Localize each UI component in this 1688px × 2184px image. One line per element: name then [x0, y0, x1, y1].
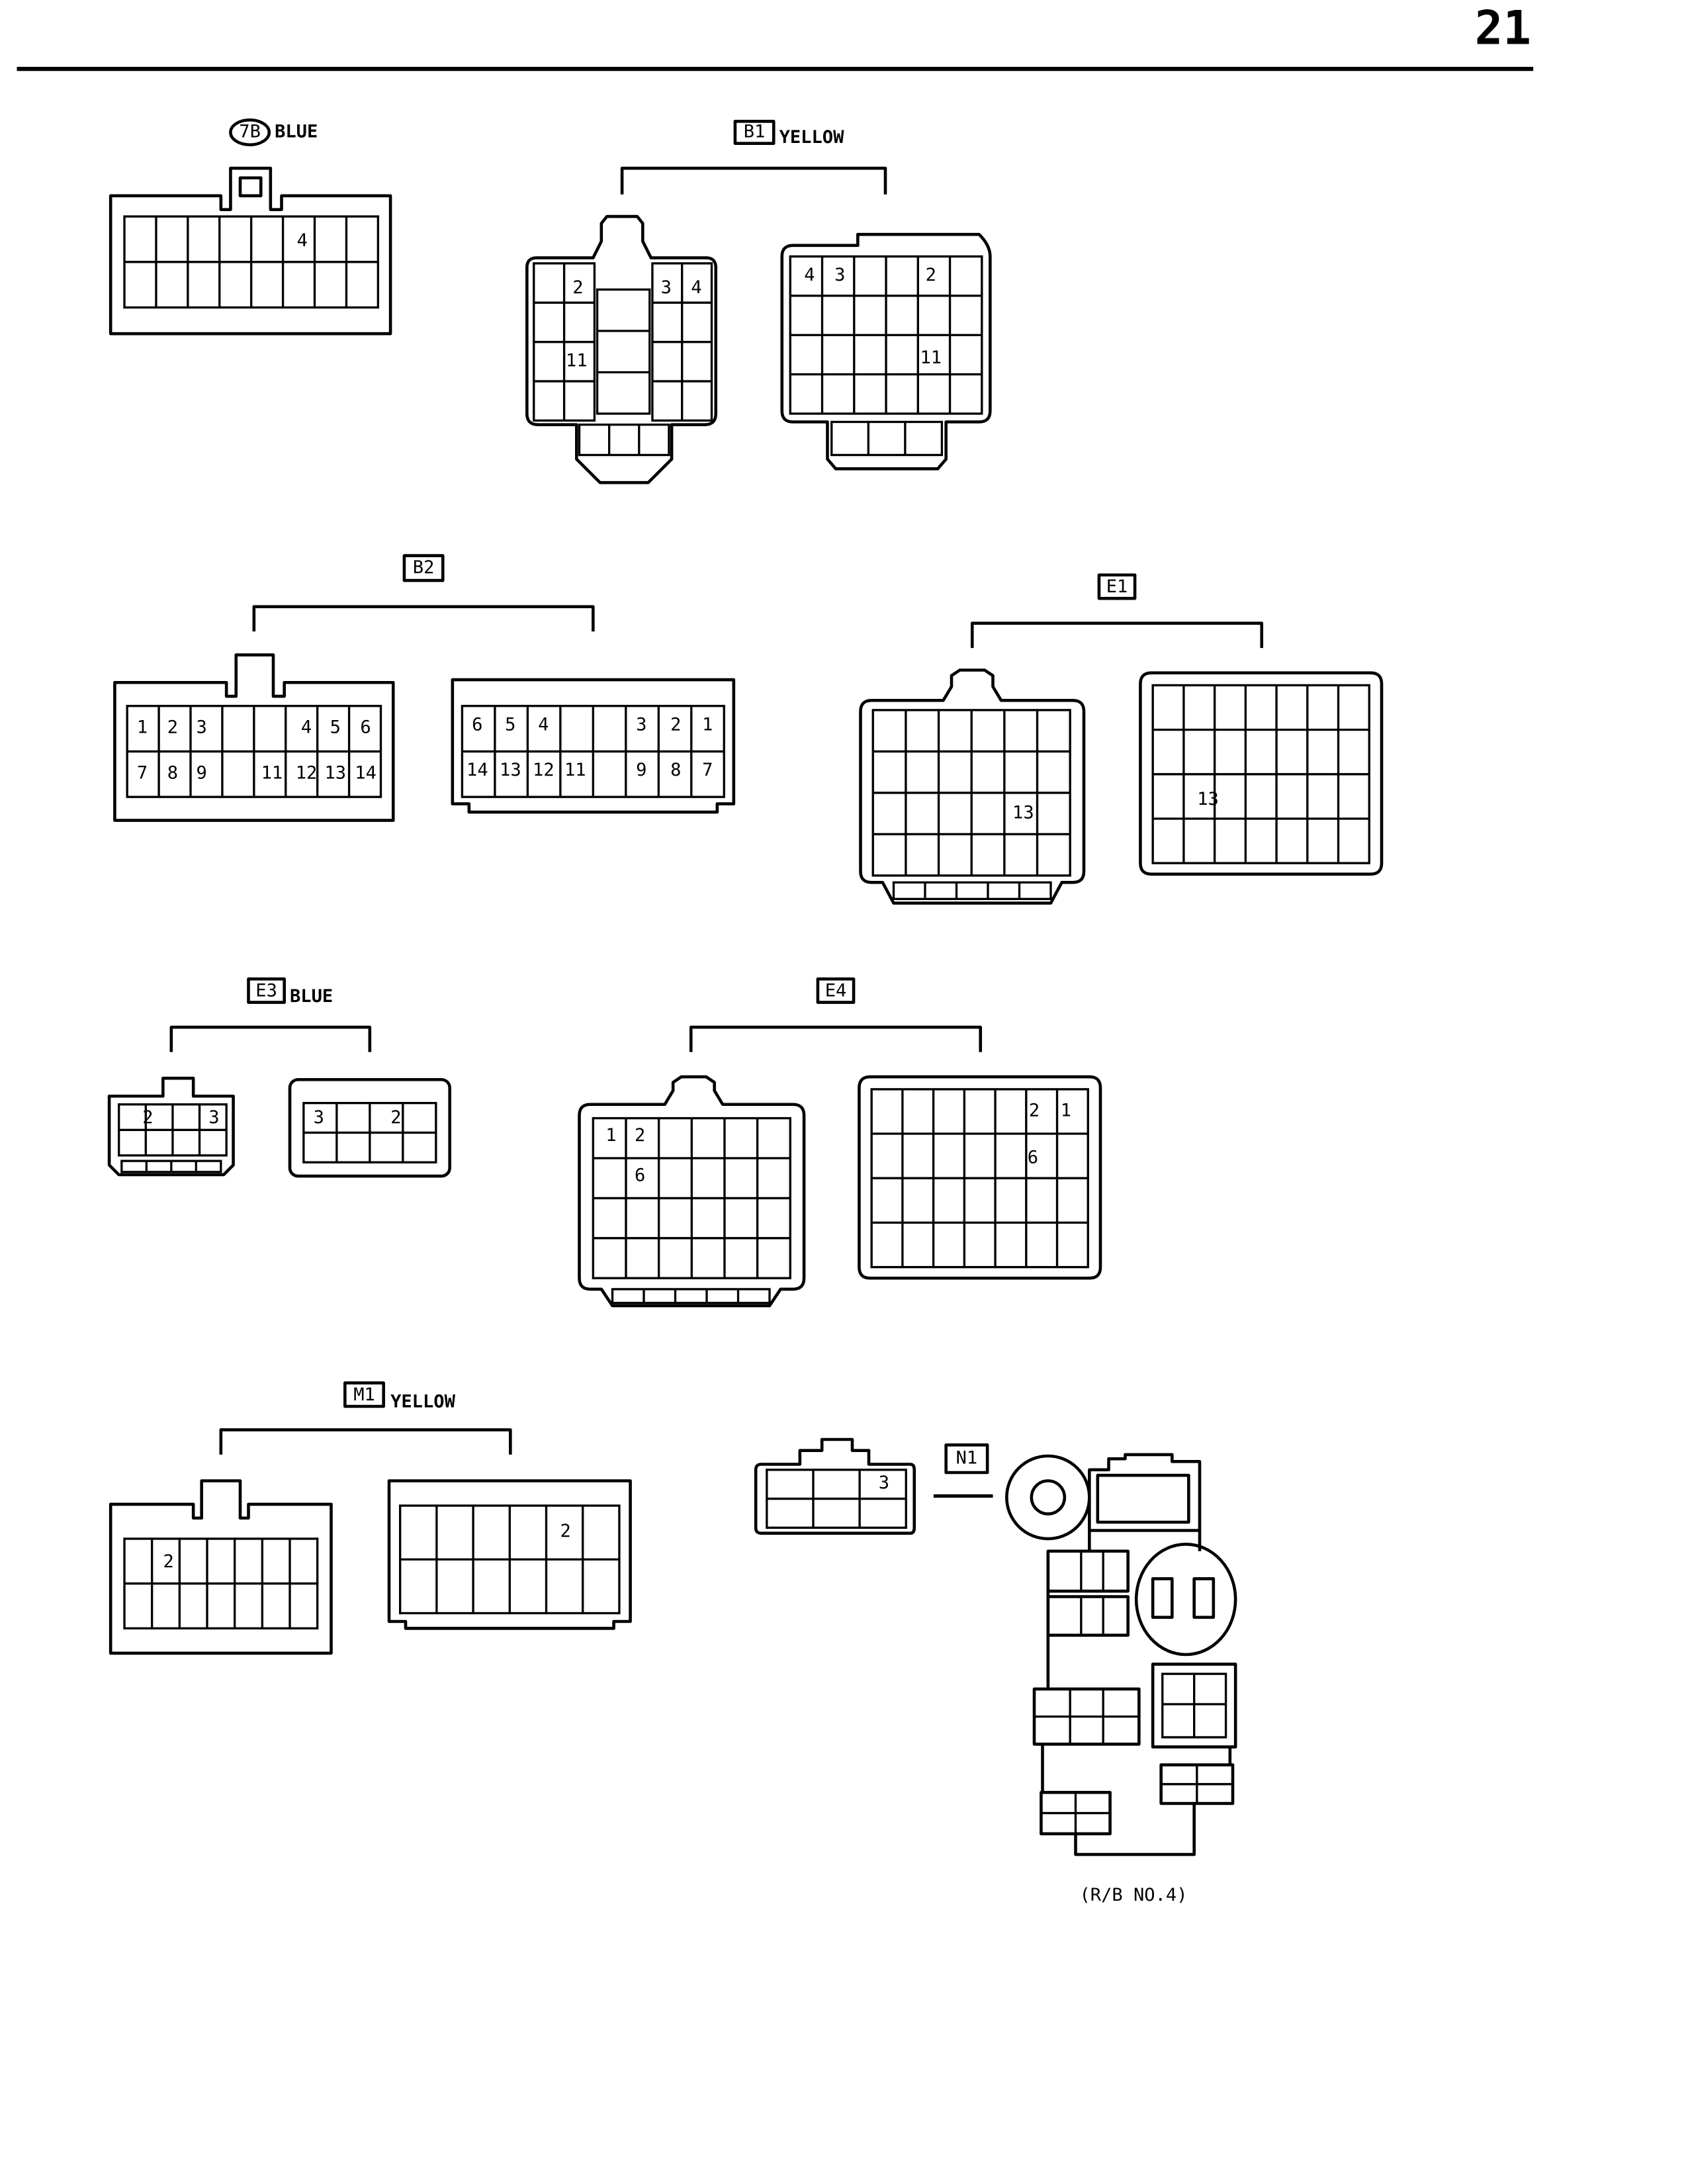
connector-code-box — [944, 1443, 989, 1475]
pin-number: 13 — [1012, 803, 1034, 823]
connector-code-box — [343, 1381, 385, 1408]
connector-code-box — [733, 120, 776, 145]
connector-code: 7B — [239, 122, 261, 142]
connector-color: BLUE — [275, 122, 318, 142]
pin-number: 14 — [355, 762, 377, 783]
connector-B1: B1 YELLOW 2 3 4 11 4 3 2 11 — [525, 120, 992, 484]
pin-number: 7 — [137, 762, 148, 783]
pair-bracket — [169, 1025, 372, 1052]
connector-code-box — [1097, 573, 1137, 600]
connector-code-circle — [229, 118, 271, 147]
pin-number: 1 — [702, 714, 713, 735]
connector-E4: E4 1 2 6 2 1 6 — [578, 977, 1102, 1308]
pin-number: 2 — [390, 1107, 401, 1128]
pin-number: 4 — [297, 230, 308, 251]
pair-bracket — [620, 166, 887, 195]
pin-number: 3 — [636, 714, 646, 735]
pair-bracket — [252, 605, 595, 632]
pin-number: 8 — [670, 760, 681, 780]
pin-number: 3 — [197, 717, 207, 738]
pin-number: 1 — [1061, 1101, 1071, 1121]
pin-number: 4 — [301, 717, 312, 738]
pin-number: 11 — [566, 350, 588, 371]
connector-code: E1 — [1106, 576, 1128, 597]
pin-number: 3 — [879, 1473, 889, 1493]
pin-grid — [578, 424, 670, 457]
pin-number: 2 — [1029, 1101, 1040, 1121]
connector-code: E3 — [255, 980, 277, 1001]
connector-M1: M1 YELLOW 2 2 — [109, 1381, 632, 1655]
page-number: 21 — [1475, 1, 1531, 56]
pair-bracket — [219, 1428, 512, 1455]
connector-code: E4 — [825, 980, 847, 1001]
connector-E1: E1 13 13 — [859, 573, 1384, 905]
connector-code-box — [402, 554, 445, 582]
pin-number: 12 — [533, 760, 555, 780]
pin-number: 11 — [564, 760, 586, 780]
pin-number: 2 — [142, 1107, 153, 1128]
pin-number: 6 — [1028, 1147, 1038, 1167]
pin-number: 11 — [920, 347, 942, 368]
pin-number: 3 — [834, 265, 845, 285]
pin-number: 13 — [1197, 789, 1219, 809]
connector-N1: 3 N1 (R/B NO.4) — [754, 1437, 1237, 1905]
connector-7B: 7B BLUE 4 — [109, 118, 392, 336]
pin-number: 6 — [360, 717, 371, 738]
connector-code: M1 — [353, 1385, 375, 1405]
pin-number: 11 — [261, 762, 283, 783]
connector-code-box — [816, 977, 856, 1004]
connector-color: YELLOW — [779, 127, 845, 148]
pin-number: 6 — [635, 1165, 645, 1186]
connector-code: B2 — [413, 557, 435, 578]
connector-E3: E3 BLUE 2 3 3 2 — [107, 977, 451, 1178]
pin-number: 5 — [505, 714, 515, 735]
pin-grid — [596, 288, 651, 415]
pin-number: 8 — [167, 762, 178, 783]
pin-number: 3 — [314, 1107, 324, 1128]
pin-grid — [830, 420, 944, 457]
pin-number: 1 — [137, 717, 148, 738]
pin-number: 7 — [702, 760, 713, 780]
pin-number: 2 — [572, 277, 583, 298]
connector-color: BLUE — [290, 986, 333, 1007]
pin-number: 2 — [635, 1125, 645, 1146]
pin-number: 9 — [636, 760, 646, 780]
pin-number: 9 — [197, 762, 207, 783]
pin-number: 3 — [208, 1107, 219, 1128]
connector-code: B1 — [744, 122, 766, 142]
pin-grid — [611, 1288, 771, 1304]
pin-number: 2 — [163, 1551, 174, 1572]
connector-code-box — [247, 977, 286, 1004]
pin-number: 6 — [472, 714, 482, 735]
pin-number: 2 — [167, 717, 178, 738]
relay-block-label: (R/B NO.4) — [1079, 1885, 1187, 1905]
pin-number: 2 — [560, 1521, 571, 1541]
pin-grid — [892, 881, 1052, 901]
connector-color: YELLOW — [390, 1391, 456, 1412]
pin-number: 1 — [605, 1125, 616, 1146]
pin-number: 2 — [926, 265, 936, 285]
pin-number: 12 — [296, 762, 318, 783]
pin-number: 14 — [466, 760, 488, 780]
pin-number: 13 — [500, 760, 521, 780]
pin-number: 4 — [538, 714, 549, 735]
pin-number: 3 — [661, 277, 672, 298]
pin-number: 5 — [330, 717, 341, 738]
pair-bracket — [689, 1025, 983, 1052]
pin-number: 13 — [324, 762, 346, 783]
pin-number: 2 — [670, 714, 681, 735]
pin-number: 4 — [691, 277, 701, 298]
relay-block-diagram: (R/B NO.4) — [1005, 1453, 1237, 1905]
connector-code: N1 — [956, 1448, 978, 1469]
pin-number: 4 — [804, 265, 815, 285]
pair-bracket — [970, 621, 1264, 649]
